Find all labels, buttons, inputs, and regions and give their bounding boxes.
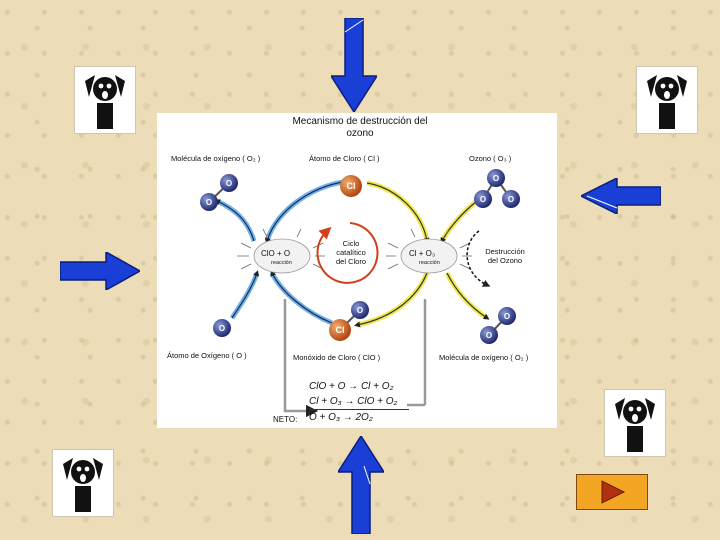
arrow-up-icon[interactable] <box>338 436 384 534</box>
atom-label: O <box>226 179 232 188</box>
net-label: NETO: <box>273 415 298 424</box>
atom-label: O <box>486 331 492 340</box>
reaction-cloud-right <box>386 228 472 274</box>
atom-label: Cl <box>336 325 345 335</box>
chlorine-monoxide-molecule <box>329 301 369 341</box>
reaction-left-label: ClO + O <box>261 249 291 258</box>
diagram-title-line2: ozono <box>346 128 374 139</box>
o2-molecule-bottom <box>480 307 516 344</box>
catalytic-cycle-arrow <box>316 222 379 284</box>
label-o2-molecule-bottom: Molécula de oxígeno ( O₂ ) <box>439 353 529 362</box>
ozone-molecule <box>474 169 520 208</box>
oxygen-atom <box>213 319 231 337</box>
label-chlorine-atom: Átomo de Cloro ( Cl ) <box>309 154 380 163</box>
label-chlorine-monoxide: Monóxido de Cloro ( ClO ) <box>293 353 381 362</box>
atom-label: O <box>504 312 510 321</box>
play-button[interactable] <box>576 474 648 510</box>
label-ozone: Ozono ( O₃ ) <box>469 154 512 163</box>
atom-label: O <box>480 195 486 204</box>
arrow-down-icon[interactable] <box>331 18 377 112</box>
reaction-right-sub: reacción <box>419 260 440 266</box>
play-icon <box>601 480 626 504</box>
screaming-figure-icon <box>52 449 114 517</box>
ozone-destruction-diagram: Mecanismo de destrucción del ozono <box>157 113 557 428</box>
diagram-title-line1: Mecanismo de destrucción del <box>292 116 428 127</box>
label-o2-molecule-top: Molécula de oxígeno ( O₂ ) <box>171 154 261 163</box>
equation-1: ClO + O → Cl + O₂ <box>309 381 394 392</box>
label-oxygen-atom: Átomo de Oxígeno ( O ) <box>167 351 247 360</box>
reaction-cloud-left <box>237 228 325 274</box>
reaction-right-label: Cl + O₃ <box>409 249 436 258</box>
label-cycle: Ciclo catalítico del Cloro <box>335 239 366 266</box>
atom-label: Cl <box>347 181 356 191</box>
atom-label: O <box>508 195 514 204</box>
atom-label: O <box>206 198 212 207</box>
arrow-left-icon[interactable] <box>581 178 661 214</box>
destruction-arc <box>466 230 491 287</box>
o2-molecule-top <box>200 174 238 211</box>
label-destruction: Destrucción del Ozono <box>485 247 525 265</box>
screaming-figure-icon <box>604 389 666 457</box>
atom-label: O <box>357 306 363 315</box>
arrow-right-icon[interactable] <box>60 252 140 290</box>
net-equation: O + O₃ → 2O₂ <box>309 412 373 423</box>
chlorine-atom <box>340 175 362 197</box>
left-upper-path <box>264 178 353 242</box>
equation-2: Cl + O₃ → ClO + O₂ <box>309 396 398 407</box>
screaming-figure-icon <box>636 66 698 134</box>
atom-label: O <box>493 174 499 183</box>
atom-label: O <box>219 324 225 333</box>
screaming-figure-icon <box>74 66 136 134</box>
reaction-left-sub: reacción <box>271 260 292 266</box>
